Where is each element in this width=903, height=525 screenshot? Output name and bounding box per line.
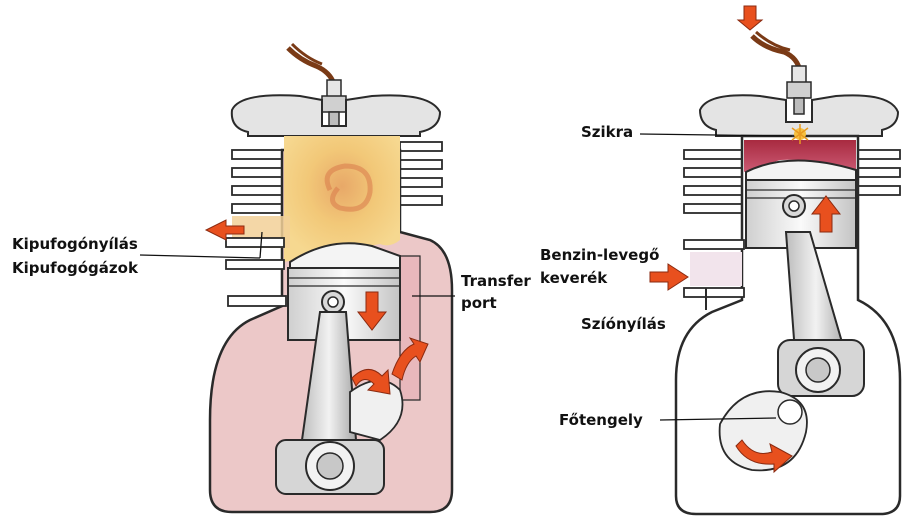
- left-engine: [206, 44, 452, 512]
- right-cooling-fins-left: [684, 150, 742, 213]
- left-spark-wire: [288, 48, 334, 84]
- label-fuel-air-line1: Benzin-levegő: [540, 246, 659, 264]
- left-transfer-port: [400, 256, 420, 400]
- label-transfer-port-line2: port: [461, 294, 497, 312]
- label-exhaust-gases: Kipufogógázok: [12, 259, 139, 277]
- label-fuel-air-line2: keverék: [540, 269, 608, 287]
- right-spark-plug: [787, 66, 811, 114]
- right-top-down-arrow-icon: [738, 6, 762, 30]
- label-transfer-port-line1: Transfer: [461, 272, 531, 290]
- right-intake-right-arrow-icon: [650, 264, 688, 290]
- left-crankshaft-big-end: [276, 440, 384, 494]
- left-exhaust-duct: [226, 238, 284, 269]
- right-crankshaft-center: [778, 400, 802, 424]
- right-intake-mixture: [690, 252, 742, 286]
- left-intake-duct: [228, 296, 286, 306]
- left-cooling-fins-right: [400, 142, 442, 205]
- label-crankshaft: Főtengely: [559, 411, 643, 429]
- label-exhaust-port: Kipufogónyílás: [12, 235, 138, 253]
- left-spark-plug: [322, 80, 346, 130]
- right-engine: [650, 6, 900, 514]
- label-intake-port: Szíónyílás: [581, 315, 666, 333]
- label-spark: Szikra: [581, 123, 633, 141]
- left-cooling-fins-left: [232, 150, 282, 213]
- right-cooling-fins-right: [858, 150, 900, 195]
- right-crank-big-end: [778, 340, 864, 396]
